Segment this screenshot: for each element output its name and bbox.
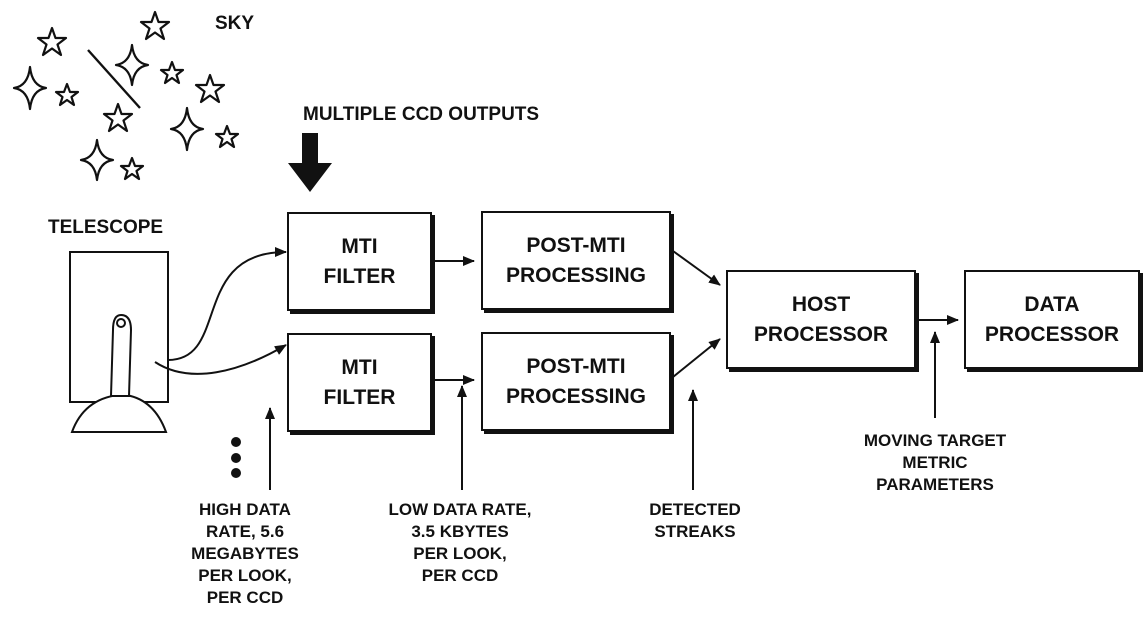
box-line: POST-MTI: [526, 354, 626, 378]
star-icon: [102, 102, 134, 133]
star-icon: [169, 106, 205, 152]
sky-stars: [12, 10, 240, 182]
arrow-post2-host: [672, 338, 721, 378]
sky-label: SKY: [215, 13, 255, 34]
low-data-rate-note: LOW DATA RATE, 3.5 KBYTES PER LOOK, PER …: [360, 499, 560, 587]
note-line: MEGABYTES: [191, 544, 299, 563]
telescope-connectors: [154, 247, 287, 375]
box-line: FILTER: [323, 264, 396, 288]
note-line: PER CCD: [206, 588, 284, 607]
box-line: MTI: [341, 355, 378, 379]
note-line: MOVING TARGET: [863, 431, 1007, 450]
host-processor-box: HOST PROCESSOR: [726, 270, 916, 369]
note-line: HIGH DATA: [199, 500, 291, 519]
connector-telescope-mti1: [167, 247, 287, 361]
box-line: PROCESSING: [505, 263, 647, 287]
star-icon: [54, 82, 80, 107]
post-mti-processing-box-1: POST-MTI PROCESSING: [481, 211, 671, 310]
star-icon: [159, 60, 185, 85]
detected-streaks-note: DETECTED STREAKS: [630, 499, 760, 543]
box-line: PROCESSOR: [984, 322, 1120, 346]
star-icon: [114, 43, 150, 87]
star-icon: [12, 65, 48, 111]
note-line: METRIC: [902, 453, 968, 472]
vertical-ellipsis-icon: [231, 437, 241, 478]
box-line: PROCESSING: [505, 384, 647, 408]
high-data-rate-note: HIGH DATA RATE, 5.6 MEGABYTES PER LOOK, …: [180, 499, 310, 609]
star-icon: [194, 73, 226, 104]
star-icon: [214, 124, 240, 149]
star-icon: [36, 26, 68, 57]
multiple-ccd-outputs-label: MULTIPLE CCD OUTPUTS: [303, 104, 540, 125]
moving-target-note: MOVING TARGET METRIC PARAMETERS: [830, 430, 1040, 496]
box-line: FILTER: [323, 385, 396, 409]
note-line: PER LOOK,: [413, 544, 507, 563]
arrow-post1-host: [672, 250, 721, 286]
note-line: PER LOOK,: [198, 566, 292, 585]
star-icon: [139, 10, 171, 41]
note-line: 3.5 KBYTES: [411, 522, 509, 541]
star-icon: [79, 138, 115, 182]
note-line: DETECTED: [649, 500, 741, 519]
star-icon: [119, 156, 145, 181]
mti-filter-box-2: MTI FILTER: [287, 333, 432, 432]
mti-filter-box-1: MTI FILTER: [287, 212, 432, 311]
ccd-outputs-arrow: [288, 133, 332, 192]
connector-telescope-mti2: [154, 344, 287, 375]
note-line: PER CCD: [421, 566, 499, 585]
note-line: PARAMETERS: [876, 475, 994, 494]
note-line: STREAKS: [654, 522, 736, 541]
post-mti-processing-box-2: POST-MTI PROCESSING: [481, 332, 671, 431]
box-line: MTI: [341, 234, 378, 258]
box-line: DATA: [1024, 292, 1080, 316]
telescope-label: TELESCOPE: [48, 217, 164, 238]
flow-arrows: [265, 250, 959, 490]
telescope-icon: [69, 251, 169, 433]
box-line: PROCESSOR: [753, 322, 889, 346]
data-processor-box: DATA PROCESSOR: [964, 270, 1140, 369]
box-line: HOST: [791, 292, 851, 316]
box-line: POST-MTI: [526, 233, 626, 257]
streak-line: [87, 49, 141, 109]
note-line: RATE, 5.6: [205, 522, 285, 541]
note-line: LOW DATA RATE,: [388, 500, 532, 519]
